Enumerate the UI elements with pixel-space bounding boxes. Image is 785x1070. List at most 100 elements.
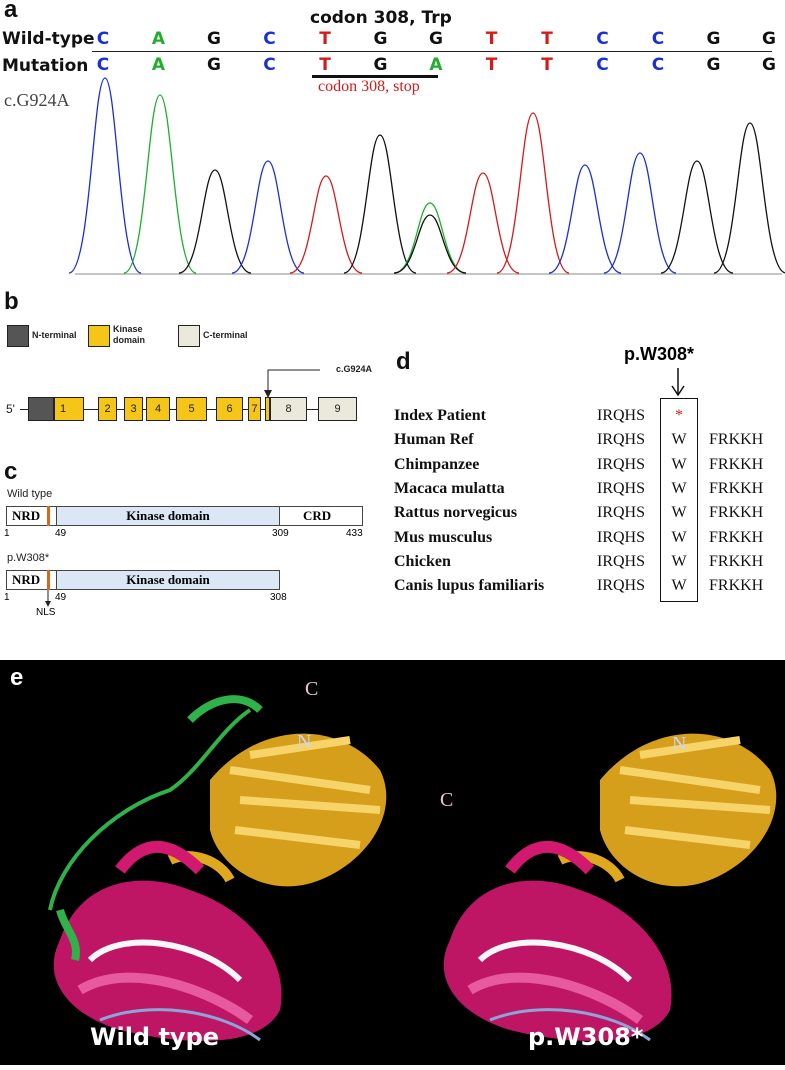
mutation-base: T: [485, 55, 498, 75]
mut-tick-49: 49: [55, 592, 67, 603]
wt-kinase-label: Kinase domain: [126, 508, 210, 523]
mutation-base: G: [207, 55, 221, 75]
chromatogram: [68, 77, 785, 275]
legend-swatch-kinase: [88, 325, 110, 347]
variant-label: c.G924A: [4, 90, 70, 110]
wt-tick-49: 49: [55, 528, 67, 539]
wt-protein-label: Wild type: [7, 488, 53, 500]
wt-c-terminus-label: C: [305, 678, 318, 700]
exon-8: 8: [270, 397, 307, 421]
exon-3: 3: [124, 397, 143, 421]
sequence-right: FRKKH: [709, 479, 764, 497]
mut-n-terminus-label: N: [672, 733, 686, 755]
sequence-right: FRKKH: [709, 577, 764, 595]
variant-title: p.W308*: [624, 344, 695, 364]
codon-wt-label: codon 308, Trp: [310, 8, 452, 28]
chromatogram-peak: [393, 202, 467, 274]
wt-tick-433: 433: [346, 528, 363, 539]
chromatogram-peak: [289, 175, 363, 274]
sequence-left: IRQHS: [597, 552, 646, 570]
mut-c-terminus-label: C: [440, 789, 453, 811]
species-name: Rattus norvegicus: [394, 504, 518, 522]
species-name: Chimpanzee: [394, 455, 480, 473]
sequence-left: IRQHS: [597, 455, 646, 473]
mutation-base: C: [596, 55, 609, 75]
panel-label-d: d: [396, 348, 411, 375]
sequence-residue-308: W: [671, 431, 687, 449]
exon-8-kinase: [265, 397, 270, 421]
exon-4: 4: [146, 397, 170, 421]
wild-type-base: T: [485, 29, 498, 49]
sequence-left: IRQHS: [597, 479, 646, 497]
exon-9: 9: [318, 397, 357, 421]
variant-arrow: [264, 369, 320, 398]
panel-label-c: c: [4, 458, 18, 485]
mut-tick-1: 1: [4, 592, 10, 603]
species-name: Mus musculus: [394, 528, 493, 546]
sequence-right: FRKKH: [709, 504, 764, 522]
panel-label-a: a: [4, 0, 18, 23]
sequence-left: IRQHS: [597, 431, 646, 449]
nls-arrow: [45, 590, 51, 607]
wt-nls-mark: [47, 506, 50, 526]
nls-label: NLS: [36, 607, 56, 618]
panel-label-e: e: [10, 664, 24, 691]
species-name: Human Ref: [394, 431, 474, 449]
mut-caption: p.W308*: [528, 1023, 644, 1051]
sequence-residue-308: W: [671, 504, 687, 522]
mutation-base: C: [263, 55, 276, 75]
wt-kinase-domain: [56, 506, 280, 526]
wt-caption: Wild type: [90, 1023, 219, 1051]
mut-kinase-domain: [56, 570, 280, 590]
wild-type-label: Wild-type: [2, 29, 95, 49]
alignment-box: [660, 398, 698, 602]
structure-mutant: [443, 733, 777, 1042]
chromatogram-peak: [178, 169, 252, 274]
legend-label-c-terminal: C-terminal: [203, 330, 248, 340]
chromatogram-peak: [603, 152, 677, 274]
mut-kinase-label: Kinase domain: [126, 572, 210, 587]
exon-8-dashed: [270, 398, 271, 420]
sequence-residue-308: W: [671, 528, 687, 546]
sequence-residue-308: W: [671, 455, 687, 473]
protein-structure-panel: C N Wild type C N p.W308* e: [0, 660, 785, 1065]
codon-underline: [312, 75, 438, 78]
mutation-base: A: [429, 55, 443, 75]
mutation-base: G: [762, 55, 776, 75]
species-name: Canis lupus familiaris: [394, 577, 545, 595]
chromatogram-peak: [123, 94, 197, 274]
sequence-right: FRKKH: [709, 455, 764, 473]
chromatogram-peaks: [68, 77, 785, 274]
exon-6: 6: [216, 397, 243, 421]
sequence-right: FRKKH: [709, 528, 764, 546]
mutation-base: A: [151, 55, 166, 75]
chromatogram-peak: [68, 77, 142, 274]
wild-type-base: G: [429, 29, 443, 49]
wild-type-base: G: [373, 29, 388, 49]
mut-tick-308: 308: [270, 592, 287, 603]
mut-nls-mark: [47, 570, 50, 590]
sequence-left: IRQHS: [597, 528, 646, 546]
legend-label-kinase: Kinase domain: [113, 324, 146, 345]
exon-5: 5: [176, 397, 207, 421]
wt-tick-1: 1: [4, 528, 10, 539]
mutation-base: C: [96, 55, 110, 75]
legend-swatch-c-terminal: [178, 325, 200, 347]
chromatogram-peak: [660, 160, 734, 274]
stop-codon-label: codon 308, stop: [318, 78, 420, 95]
exon-7: 7: [248, 397, 261, 421]
sequence-residue-308: *: [675, 407, 683, 424]
sequence-residue-308: W: [671, 577, 687, 595]
wild-type-base: C: [96, 29, 110, 49]
wild-type-base: C: [651, 29, 665, 49]
mutation-base: T: [319, 55, 331, 75]
species-name: Macaca mulatta: [394, 479, 505, 497]
exon-1-n-terminal: [28, 397, 54, 421]
chromatogram-peak: [446, 172, 520, 274]
mut-nrd-label: NRD: [12, 572, 41, 587]
species-name: Index Patient: [394, 407, 486, 424]
mutation-base: C: [651, 55, 665, 75]
wild-type-base: C: [596, 29, 609, 49]
chromatogram-peak: [713, 122, 785, 274]
wild-type-base: G: [762, 29, 776, 49]
